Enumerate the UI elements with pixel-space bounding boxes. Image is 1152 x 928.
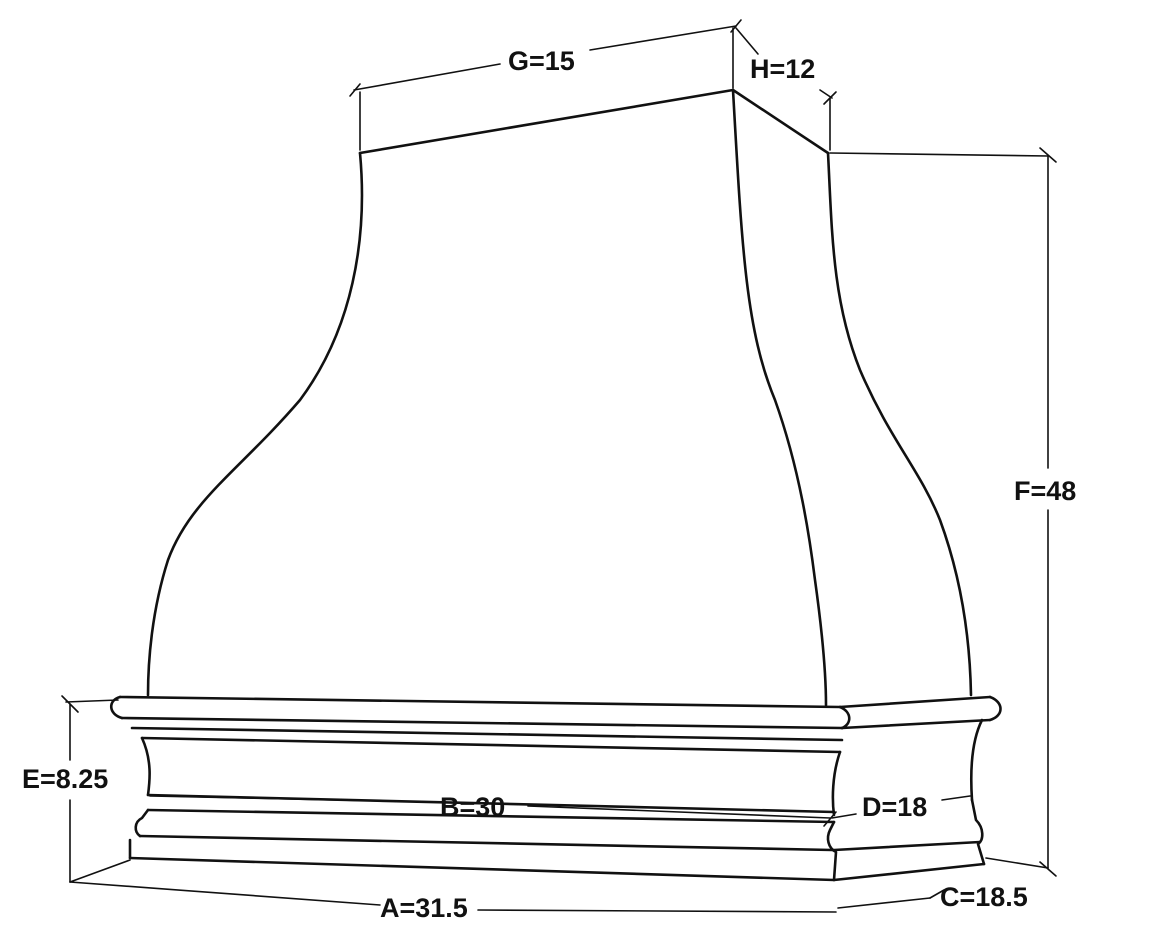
dim-tick-b-right (823, 811, 837, 827)
base-step-left (134, 808, 150, 838)
hood-right-curve (826, 151, 973, 697)
base-step-line (138, 834, 834, 852)
dim-line-d-right (941, 795, 971, 801)
cove-right (970, 718, 984, 802)
dim-ext-a-left (69, 859, 131, 883)
dimension-lines (61, 19, 1057, 913)
dim-label-f: F=48 (1014, 476, 1076, 506)
crown-front-corner (838, 705, 851, 730)
dim-line-d-left (831, 813, 857, 819)
dim-tick-f-bottom (1039, 861, 1057, 877)
hood-front-corner-curve (731, 88, 828, 707)
dim-line-a-left (69, 881, 381, 906)
dim-ext-f-bottom (985, 857, 1049, 869)
crown-top-edge (118, 695, 842, 709)
dim-line-b-right (527, 805, 831, 819)
hood-top-side-edge (731, 88, 830, 155)
base-side-right (970, 798, 986, 866)
dim-line-a-right (477, 909, 837, 913)
base-front-corner-lower (826, 820, 838, 882)
dim-line-g-left (353, 63, 501, 91)
dim-label-g: G=15 (508, 46, 575, 76)
base-side-bottom (832, 862, 986, 882)
dim-label-h: H=12 (750, 54, 815, 84)
hood-body (146, 88, 973, 707)
crown-line-2 (130, 726, 844, 742)
dim-tick-f-top (1039, 147, 1057, 163)
base-bottom-front (128, 856, 836, 882)
dim-line-b-left (149, 795, 433, 803)
dim-label-d: D=18 (862, 792, 927, 822)
crown-side-top (838, 695, 992, 709)
dim-line-c-2 (929, 889, 945, 899)
dimension-labels: G=15 H=12 F=48 E=8.25 B=30 D=18 A=31.5 C… (22, 46, 1076, 923)
dim-label-a: A=31.5 (380, 893, 468, 923)
dim-line-c (837, 897, 931, 909)
hood-base-molding (109, 695, 1002, 882)
crown-side-line (840, 718, 992, 730)
dim-label-c: C=18.5 (940, 882, 1028, 912)
crown-line-1 (120, 716, 844, 730)
dim-line-h (735, 27, 759, 55)
crown-lip-left (109, 695, 124, 720)
dim-ext-e-top (65, 699, 119, 703)
dim-label-e: E=8.25 (22, 764, 108, 794)
crown-line-3 (140, 736, 842, 754)
dim-line-h-2 (819, 89, 833, 99)
crown-side-lip (988, 695, 1002, 722)
hood-top-front-edge (358, 88, 735, 155)
dim-tick-e-top (61, 695, 79, 713)
hood-left-curve (146, 151, 364, 697)
dim-label-b: B=30 (440, 792, 505, 822)
cove-front-corner (831, 750, 842, 817)
middle-band-line-2 (146, 808, 836, 824)
base-side-line (832, 840, 982, 852)
dim-tick-g-left (349, 83, 361, 97)
dim-ext-f-top (829, 152, 1049, 157)
dim-line-g-right (589, 25, 737, 51)
cove-left (140, 736, 151, 797)
